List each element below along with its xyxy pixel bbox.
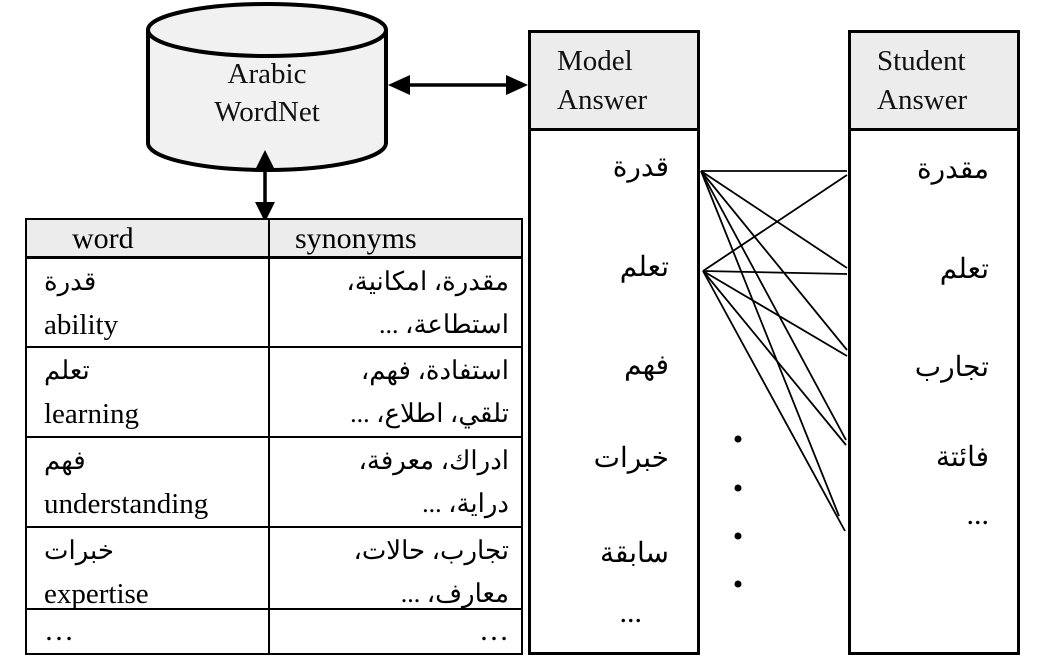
synonyms-cell: …	[479, 614, 509, 647]
synonyms-cell: تجارب، حالات، معارف، ...	[270, 528, 521, 608]
student-answer-title-line1: Student	[877, 45, 966, 77]
synonyms-table: word synonyms قدرة ability مقدرة، امكاني…	[25, 218, 523, 655]
synonyms-line1: استفادة، فهم،	[360, 356, 509, 385]
synonyms-line2: دراية، ...	[422, 489, 509, 518]
word-cell: قدرة ability	[27, 259, 270, 346]
synonyms-cell: مقدرة، امكانية، استطاعة، ...	[270, 259, 521, 346]
model-answer-item: خبرات	[593, 443, 669, 474]
synonyms-line2: تلقي، اطلاع، ...	[350, 399, 509, 428]
synonyms-cell: ادراك، معرفة، دراية، ...	[270, 438, 521, 526]
word-english: learning	[44, 398, 140, 430]
wordnet-model-double-arrow-icon	[388, 75, 528, 95]
student-answer-ellipsis: ...	[966, 498, 990, 531]
table-row: تعلم learning استفادة، فهم، تلقي، اطلاع،…	[27, 348, 521, 438]
synonyms-line1: تجارب، حالات،	[353, 536, 509, 565]
word-arabic: تعلم	[44, 356, 90, 385]
database-cylinder-icon	[146, 2, 388, 172]
similarity-lines	[700, 170, 848, 532]
synonyms-line2: معارف، ...	[400, 579, 509, 608]
table-row: قدرة ability مقدرة، امكانية، استطاعة، ..…	[27, 259, 521, 348]
wordnet-label-line1: Arabic	[227, 58, 307, 90]
model-answer-header: Model Answer	[531, 33, 697, 131]
model-answer-item: سابقة	[600, 538, 669, 569]
student-answer-item: تعلم	[939, 254, 989, 285]
student-answer-item: مقدرة	[916, 154, 989, 185]
table-row: خبرات expertise تجارب، حالات، معارف، ...	[27, 528, 521, 610]
word-cell: فهم understanding	[27, 438, 270, 526]
synonyms-line1: ادراك، معرفة،	[358, 446, 509, 475]
model-answer-box: Model Answer قدرة تعلم فهم خبرات سابقة .…	[528, 30, 700, 655]
synonyms-line1: مقدرة، امكانية،	[346, 267, 509, 296]
model-answer-title-line2: Answer	[557, 84, 648, 116]
student-answer-box: Student Answer مقدرة تعلم تجارب فائتة ..…	[848, 30, 1020, 655]
column-header-synonyms: synonyms	[295, 222, 417, 255]
vertical-ellipsis-dots	[734, 435, 742, 588]
word-english: expertise	[44, 578, 149, 608]
wordnet-table-double-arrow-icon	[255, 150, 275, 222]
synonyms-line2: استطاعة، ...	[379, 310, 509, 339]
student-answer-header: Student Answer	[851, 33, 1017, 131]
model-answer-title-line1: Model	[557, 45, 633, 77]
student-answer-item: فائتة	[935, 442, 989, 473]
wordnet-label: Arabic WordNet	[148, 55, 386, 131]
model-answer-ellipsis: ...	[619, 596, 643, 629]
model-answer-item: تعلم	[619, 252, 669, 283]
student-answer-title-line2: Answer	[877, 84, 968, 116]
column-header-word: word	[27, 220, 270, 256]
word-cell: تعلم learning	[27, 348, 270, 436]
table-row: فهم understanding ادراك، معرفة، دراية، .…	[27, 438, 521, 528]
word-english: understanding	[44, 488, 209, 520]
synonyms-table-header: word synonyms	[27, 220, 521, 259]
model-answer-item: فهم	[624, 350, 669, 381]
table-row-ellipsis: … …	[27, 610, 521, 653]
word-arabic: خبرات	[44, 536, 114, 565]
word-arabic: فهم	[44, 446, 86, 475]
word-arabic: قدرة	[44, 267, 97, 296]
student-answer-item: تجارب	[914, 352, 989, 383]
word-english: ability	[44, 309, 119, 341]
wordnet-label-line2: WordNet	[214, 96, 320, 128]
word-cell: خبرات expertise	[27, 528, 270, 608]
word-cell: …	[27, 610, 270, 653]
synonyms-cell: استفادة، فهم، تلقي، اطلاع، ...	[270, 348, 521, 436]
model-answer-item: قدرة	[612, 152, 669, 183]
